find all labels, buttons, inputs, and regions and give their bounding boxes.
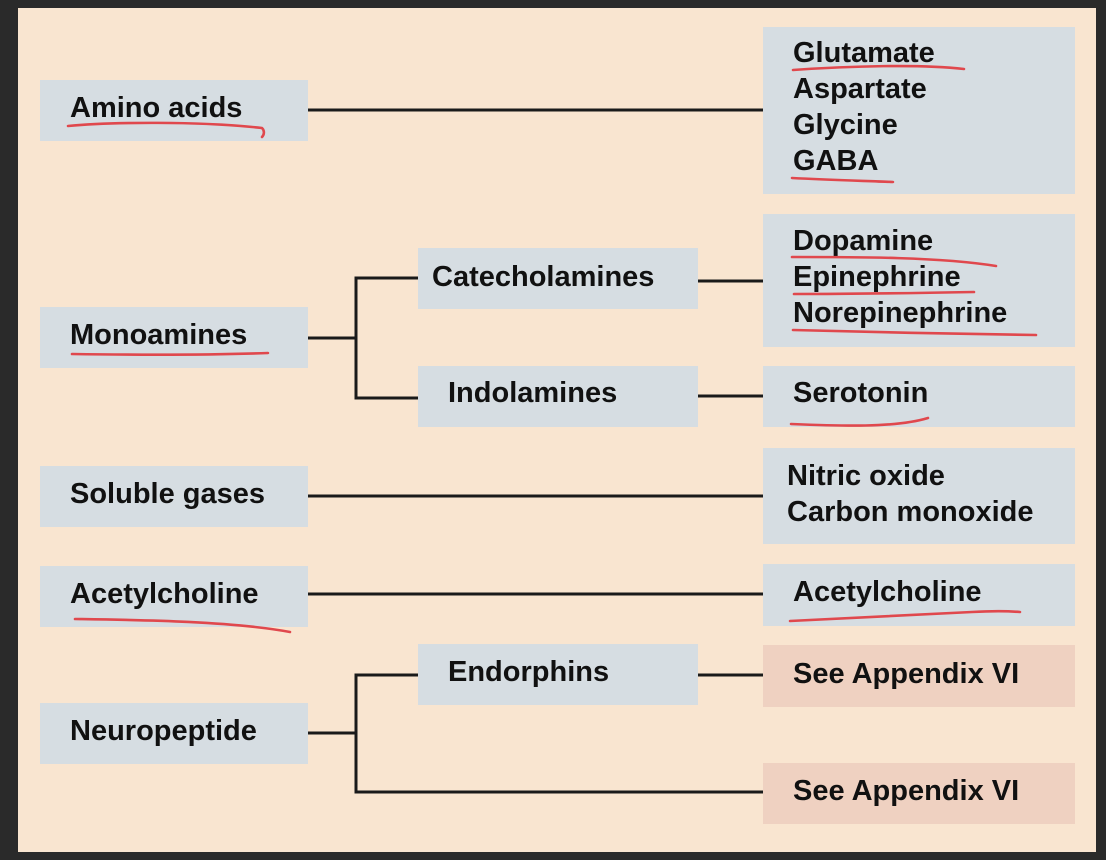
example-see-appendix-neuropeptide: See Appendix VI [793,775,1020,807]
category-box-monoamines [40,307,308,368]
example-glycine: Glycine [793,109,898,141]
example-epinephrine: Epinephrine [793,261,961,293]
examples-box-amino-acids [763,27,1075,194]
category-box-neuropeptide [40,703,308,764]
example-nitric-oxide: Nitric oxide [787,460,945,492]
category-label-neuropeptide: Neuropeptide [70,715,257,747]
example-norepinephrine: Norepinephrine [793,297,1008,329]
category-label-amino-acids: Amino acids [70,92,243,124]
subcategory-box-catecholamines [418,248,698,309]
example-see-appendix-endorphins: See Appendix VI [793,658,1020,690]
subcategory-box-endorphins [418,644,698,705]
example-acetylcholine: Acetylcholine [793,576,982,608]
category-box-acetylcholine [40,566,308,627]
subcategory-label-indolamines: Indolamines [448,377,618,409]
subcategory-label-catecholamines: Catecholamines [432,261,655,293]
example-serotonin: Serotonin [793,377,929,409]
example-carbon-monoxide: Carbon monoxide [787,496,1034,528]
examples-box-endorphins [763,645,1075,707]
examples-box-catecholamines [763,214,1075,347]
example-aspartate: Aspartate [793,73,927,105]
category-label-acetylcholine: Acetylcholine [70,578,259,610]
subcategory-label-endorphins: Endorphins [448,656,610,688]
examples-box-soluble-gases [763,448,1075,544]
example-dopamine: Dopamine [793,225,934,257]
subcategory-box-indolamines [418,366,698,427]
example-gaba: GABA [793,145,879,177]
category-box-soluble-gases [40,466,308,527]
examples-box-neuropeptide-other [763,763,1075,824]
category-label-monoamines: Monoamines [70,319,248,351]
example-glutamate: Glutamate [793,37,935,69]
category-label-soluble-gases: Soluble gases [70,478,266,510]
